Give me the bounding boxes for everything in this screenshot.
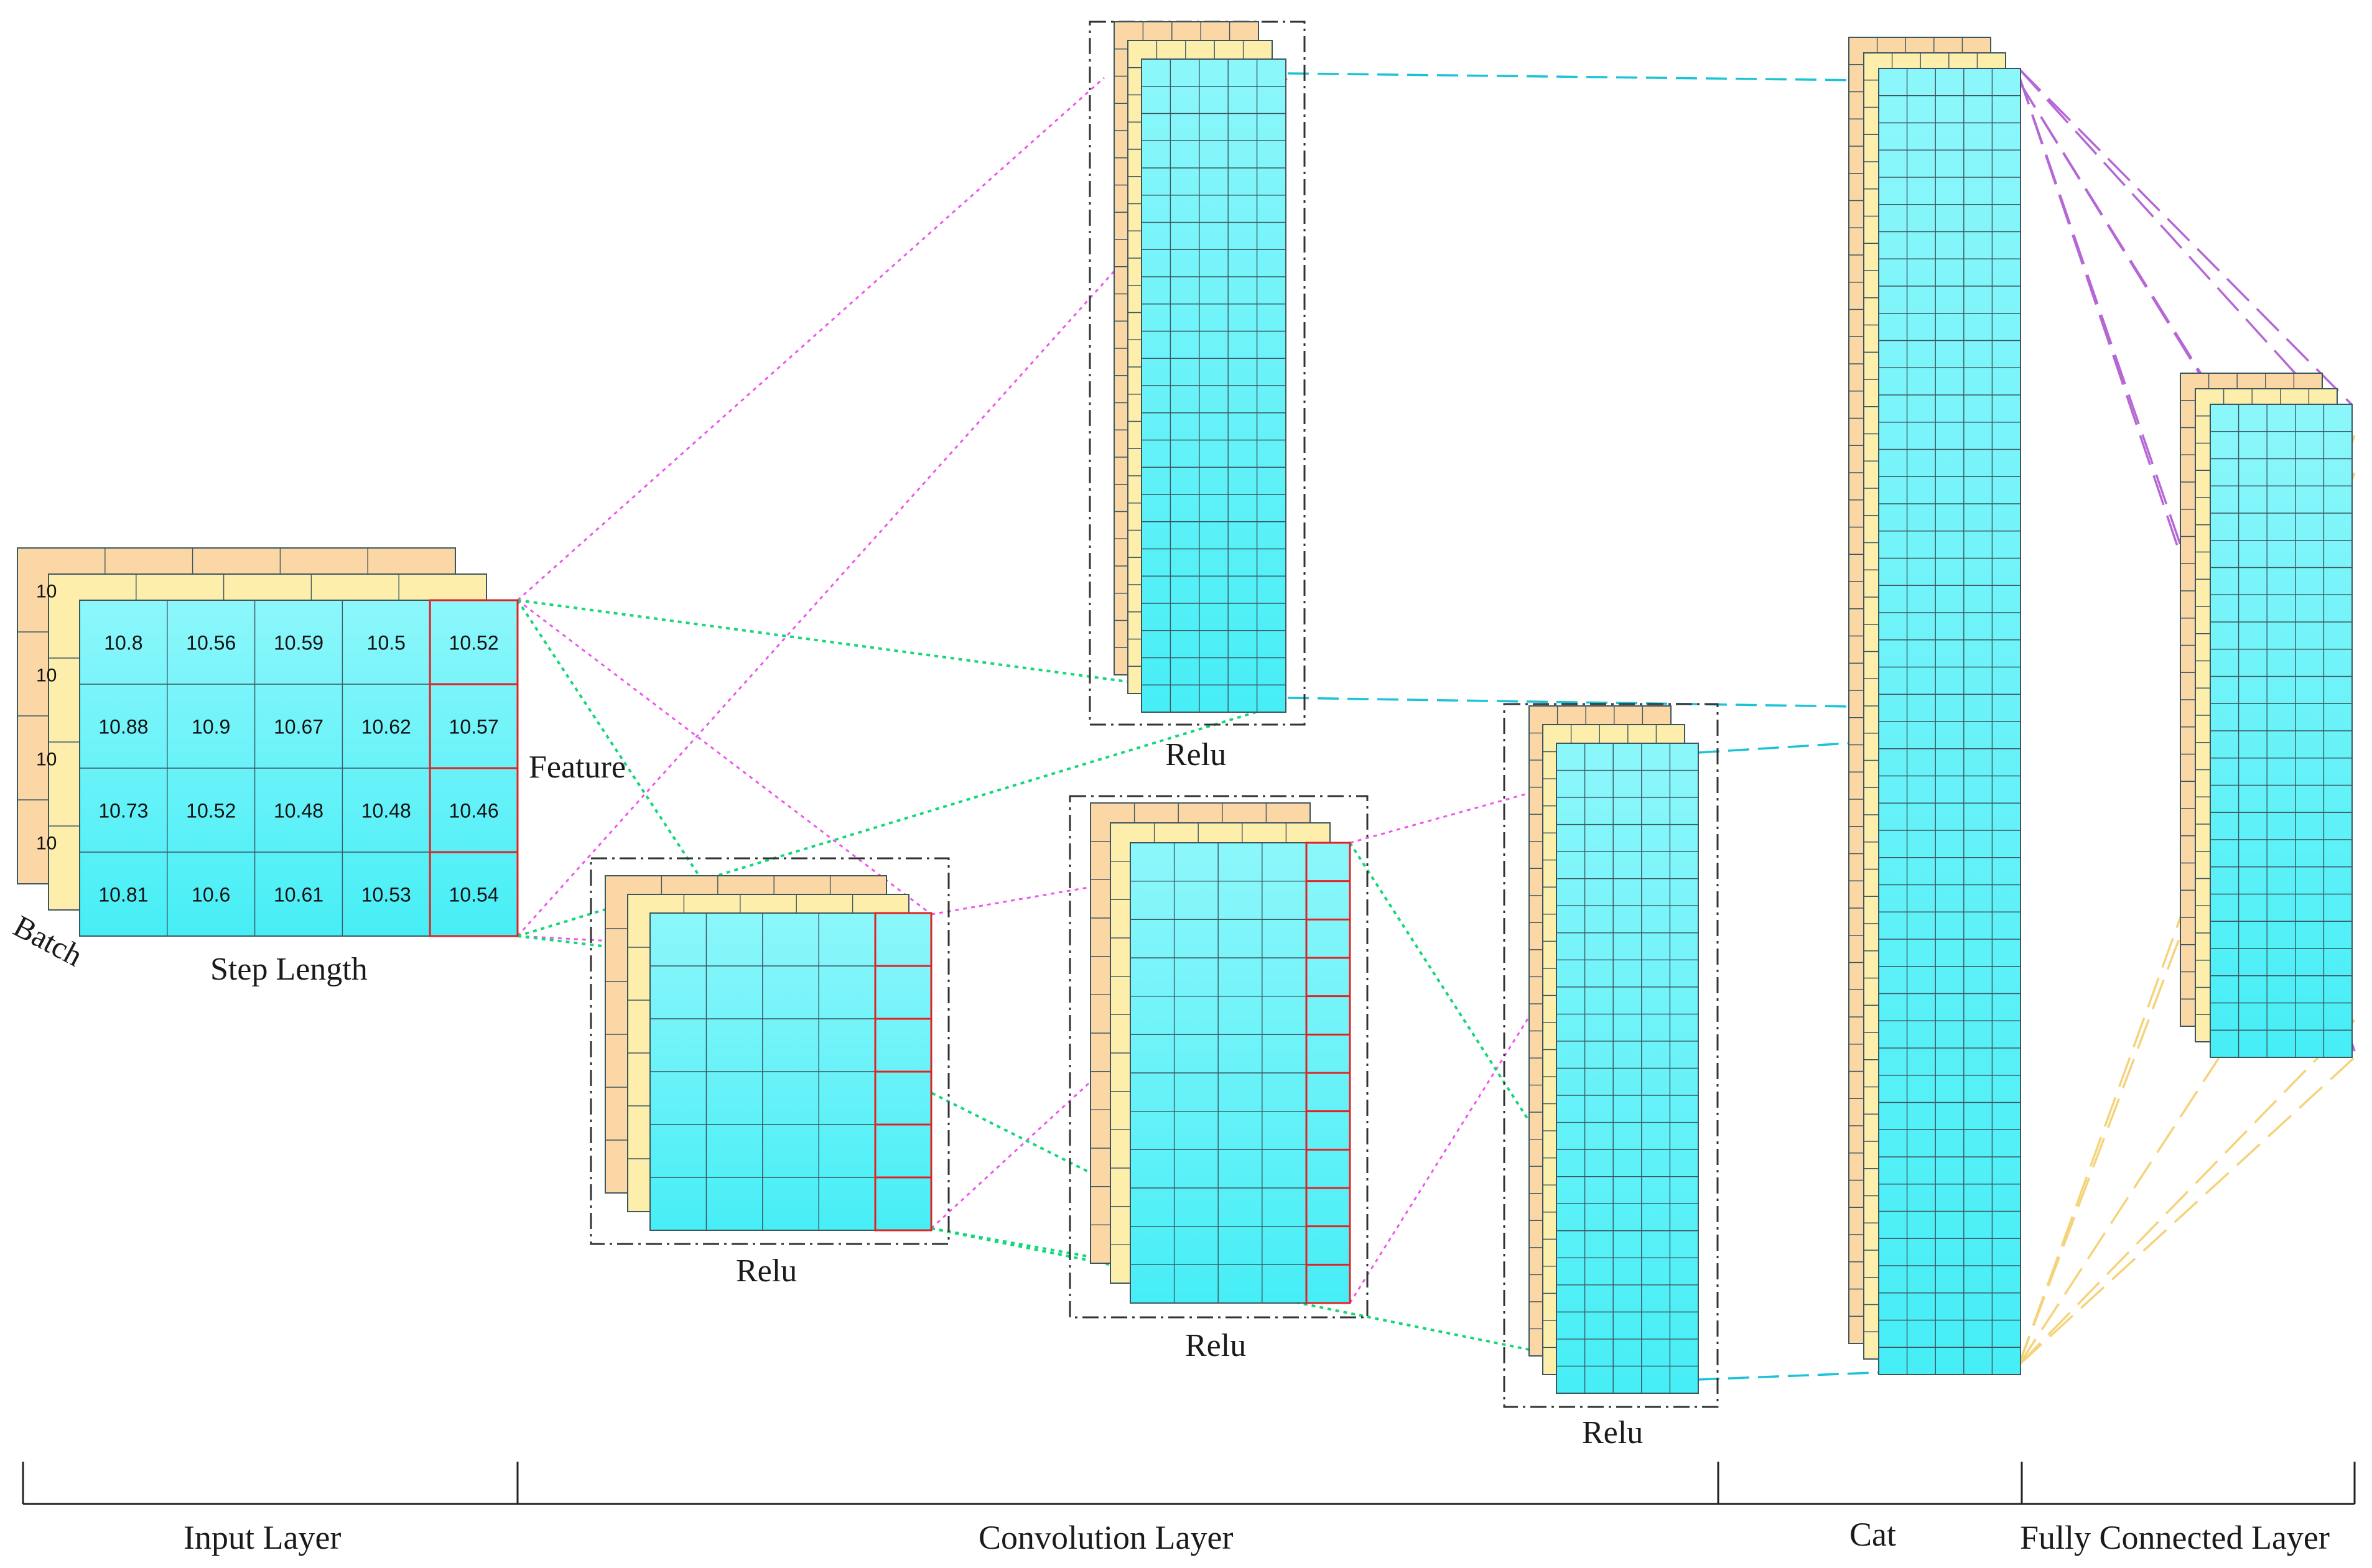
input-cell-value: 10.67	[274, 716, 323, 738]
gold-connector	[2017, 1026, 2241, 1366]
input-cell-value: 10.48	[361, 800, 411, 822]
back-cell-value: 10	[36, 749, 57, 770]
input-feature-highlight	[429, 599, 519, 937]
conv1-highlight	[874, 912, 933, 1232]
conv4-frame	[1503, 703, 1719, 1408]
input-cell-value: 10.6	[192, 884, 230, 906]
batch-label: Batch	[8, 908, 88, 973]
green-connector	[517, 935, 651, 953]
back-cell-value: 10	[36, 582, 57, 602]
pink-connector	[517, 599, 932, 916]
input-cell-value: 10.81	[98, 884, 148, 906]
conv2-frame	[1069, 795, 1369, 1319]
step-length-label: Step Length	[210, 952, 368, 987]
input-cell-value: 10.59	[274, 632, 323, 654]
layer-stacks: 10.8 10.56 10.59 10.5 10.52 10.88 10.9 10.67 10.…	[17, 21, 2353, 1408]
gold-connector	[2017, 1019, 2356, 1366]
input-cell-value: 10.5	[367, 632, 406, 654]
conv2-highlight	[1305, 842, 1351, 1304]
section-fully-connected-layer: Fully Connected Layer	[2020, 1519, 2330, 1556]
input-cell-value: 10.61	[274, 884, 323, 906]
fc-feature-map-front-map	[2210, 404, 2353, 1058]
section-input-layer: Input Layer	[184, 1519, 341, 1556]
input-cell-value: 10.8	[104, 632, 142, 654]
relu-label-conv4: Relu	[1582, 1415, 1643, 1450]
cat-feature-map	[1848, 37, 2021, 1375]
input-cell-value: 10.88	[98, 716, 148, 738]
conv4-feature-map-front-map	[1556, 743, 1699, 1394]
section-cat: Cat	[1849, 1516, 1896, 1553]
input-cell-value: 10.46	[449, 800, 499, 822]
section-convolution-layer: Convolution Layer	[979, 1519, 1233, 1556]
conv1-frame	[590, 857, 950, 1245]
feature-label: Feature	[529, 749, 626, 785]
fc-feature-map	[2180, 373, 2353, 1058]
gold-connector	[2017, 1056, 2356, 1366]
back-cell-value: 10	[36, 666, 57, 686]
relu-label-conv1: Relu	[736, 1253, 797, 1289]
relu-label-conv2: Relu	[1185, 1328, 1246, 1363]
pink-connector	[517, 77, 1105, 601]
input-cell-value: 10.52	[186, 800, 236, 822]
cyan-dash-connector	[1698, 1366, 2016, 1381]
purple-connector	[2017, 67, 2353, 406]
conv4-feature-map	[1528, 705, 1699, 1394]
input-cell-value: 10.73	[98, 800, 148, 822]
input-feature-map: 10.8 10.56 10.59 10.5 10.52 10.88 10.9 10.67 10.…	[17, 547, 518, 937]
conv3-feature-map	[1114, 21, 1286, 713]
input-cell-value: 10.54	[449, 884, 499, 906]
diagram-labels: Feature Batch Step Length Relu Relu Relu…	[8, 737, 2330, 1556]
relu-label-conv3: Relu	[1165, 737, 1226, 772]
section-brackets	[22, 1462, 2356, 1505]
pink-connector	[516, 77, 1289, 937]
input-cell-value: 10.53	[361, 884, 411, 906]
input-cell-value: 10.48	[274, 800, 323, 822]
conv3-feature-map-front-map	[1141, 58, 1286, 713]
conv2-feature-map	[1090, 802, 1351, 1304]
green-connector	[931, 1227, 1699, 1385]
cat-feature-map-front-map	[1878, 68, 2021, 1375]
input-cell-value: 10.56	[186, 632, 236, 654]
input-cell-value: 10.9	[192, 716, 230, 738]
input-cell-value: 10.57	[449, 716, 499, 738]
input-cell-value: 10.62	[361, 716, 411, 738]
input-cell-value: 10.52	[449, 632, 499, 654]
back-cell-value: 10	[36, 833, 57, 854]
